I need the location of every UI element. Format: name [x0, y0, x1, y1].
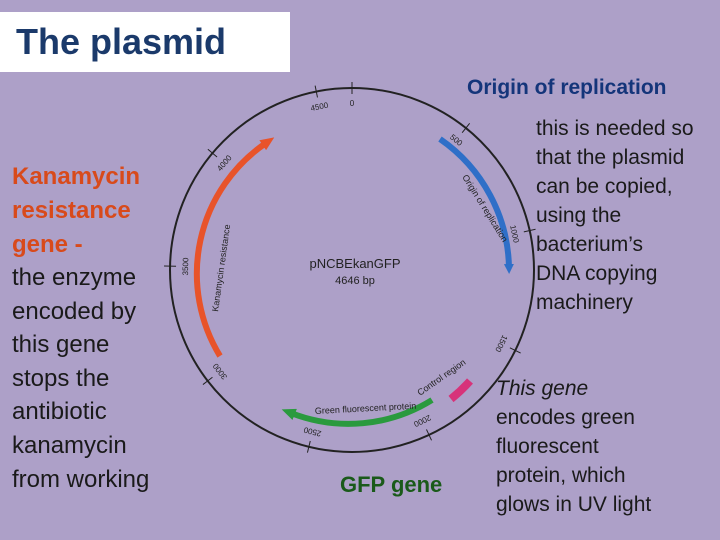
gfp-description-line: glows in UV light	[496, 493, 652, 516]
tick-mark	[426, 429, 432, 441]
kanamycin-description: the enzyme encoded by this gene stops th…	[12, 261, 187, 496]
kanamycin-description-line: encoded by	[12, 297, 137, 325]
ori-arc	[438, 136, 514, 274]
control-region-arc	[448, 378, 473, 403]
tick-label: 1500	[493, 334, 509, 354]
origin-description-line: that the plasmid	[536, 146, 685, 169]
page-title: The plasmid	[0, 12, 290, 72]
tick-mark	[207, 148, 218, 158]
gfp-description: This gene encodes green fluorescent prot…	[496, 374, 716, 519]
kanamycin-heading-line: gene -	[12, 231, 83, 258]
tick-mark	[314, 85, 318, 98]
kanamycin-description-line: antibiotic	[12, 398, 107, 426]
tick-label: 2000	[412, 413, 432, 429]
origin-description-line: using the	[536, 204, 622, 227]
gfp-description-line: fluorescent	[496, 435, 599, 458]
origin-heading: Origin of replication	[467, 76, 667, 99]
origin-description: this is needed so that the plasmid can b…	[536, 114, 720, 317]
tick-mark	[306, 440, 311, 453]
tick-marks	[164, 82, 536, 453]
kanamycin-heading-line: resistance	[12, 197, 131, 224]
tick-label: 4000	[215, 153, 234, 173]
tick-label: 1000	[508, 224, 521, 244]
tick-label: 3500	[181, 257, 190, 276]
tick-mark	[523, 228, 536, 233]
gfp-gene-label: GFP gene	[340, 472, 443, 497]
kanamycin-description-line: kanamycin	[12, 431, 127, 459]
tick-label: 2500	[302, 425, 322, 438]
kanamycin-description-line: this gene	[12, 331, 110, 359]
origin-description-line: machinery	[536, 291, 633, 314]
origin-description-line: bacterium’s	[536, 233, 643, 256]
gfp-description-line: protein, which	[496, 464, 626, 487]
origin-description-line: can be copied,	[536, 175, 673, 198]
tick-mark	[509, 347, 521, 354]
origin-description-line: DNA copying	[536, 262, 658, 285]
tick-mark	[202, 376, 213, 385]
tick-label: 3000	[211, 361, 229, 381]
plasmid-size: 4646 bp	[335, 275, 375, 287]
plasmid-name: pNCBEkanGFP	[309, 256, 400, 271]
kan-arc-label: Kanamycin resistance	[210, 224, 232, 313]
gfp-description-line: This gene	[496, 377, 589, 400]
tick-label: 0	[350, 99, 355, 108]
gfp-description-line: encodes green	[496, 406, 635, 429]
kanamycin-heading-line: Kanamycin	[12, 163, 141, 190]
kanamycin-description-line: the enzyme	[12, 264, 137, 291]
gfp-arc	[281, 397, 434, 427]
tick-label: 4500	[310, 101, 330, 113]
origin-description-line: this is needed so	[536, 117, 694, 140]
kanamycin-heading: Kanamycin resistance gene -	[12, 160, 187, 262]
kanamycin-description-line: from working	[12, 465, 150, 493]
tick-mark	[461, 123, 471, 134]
kan-arc	[193, 137, 275, 358]
kanamycin-description-line: stops the	[12, 364, 110, 392]
